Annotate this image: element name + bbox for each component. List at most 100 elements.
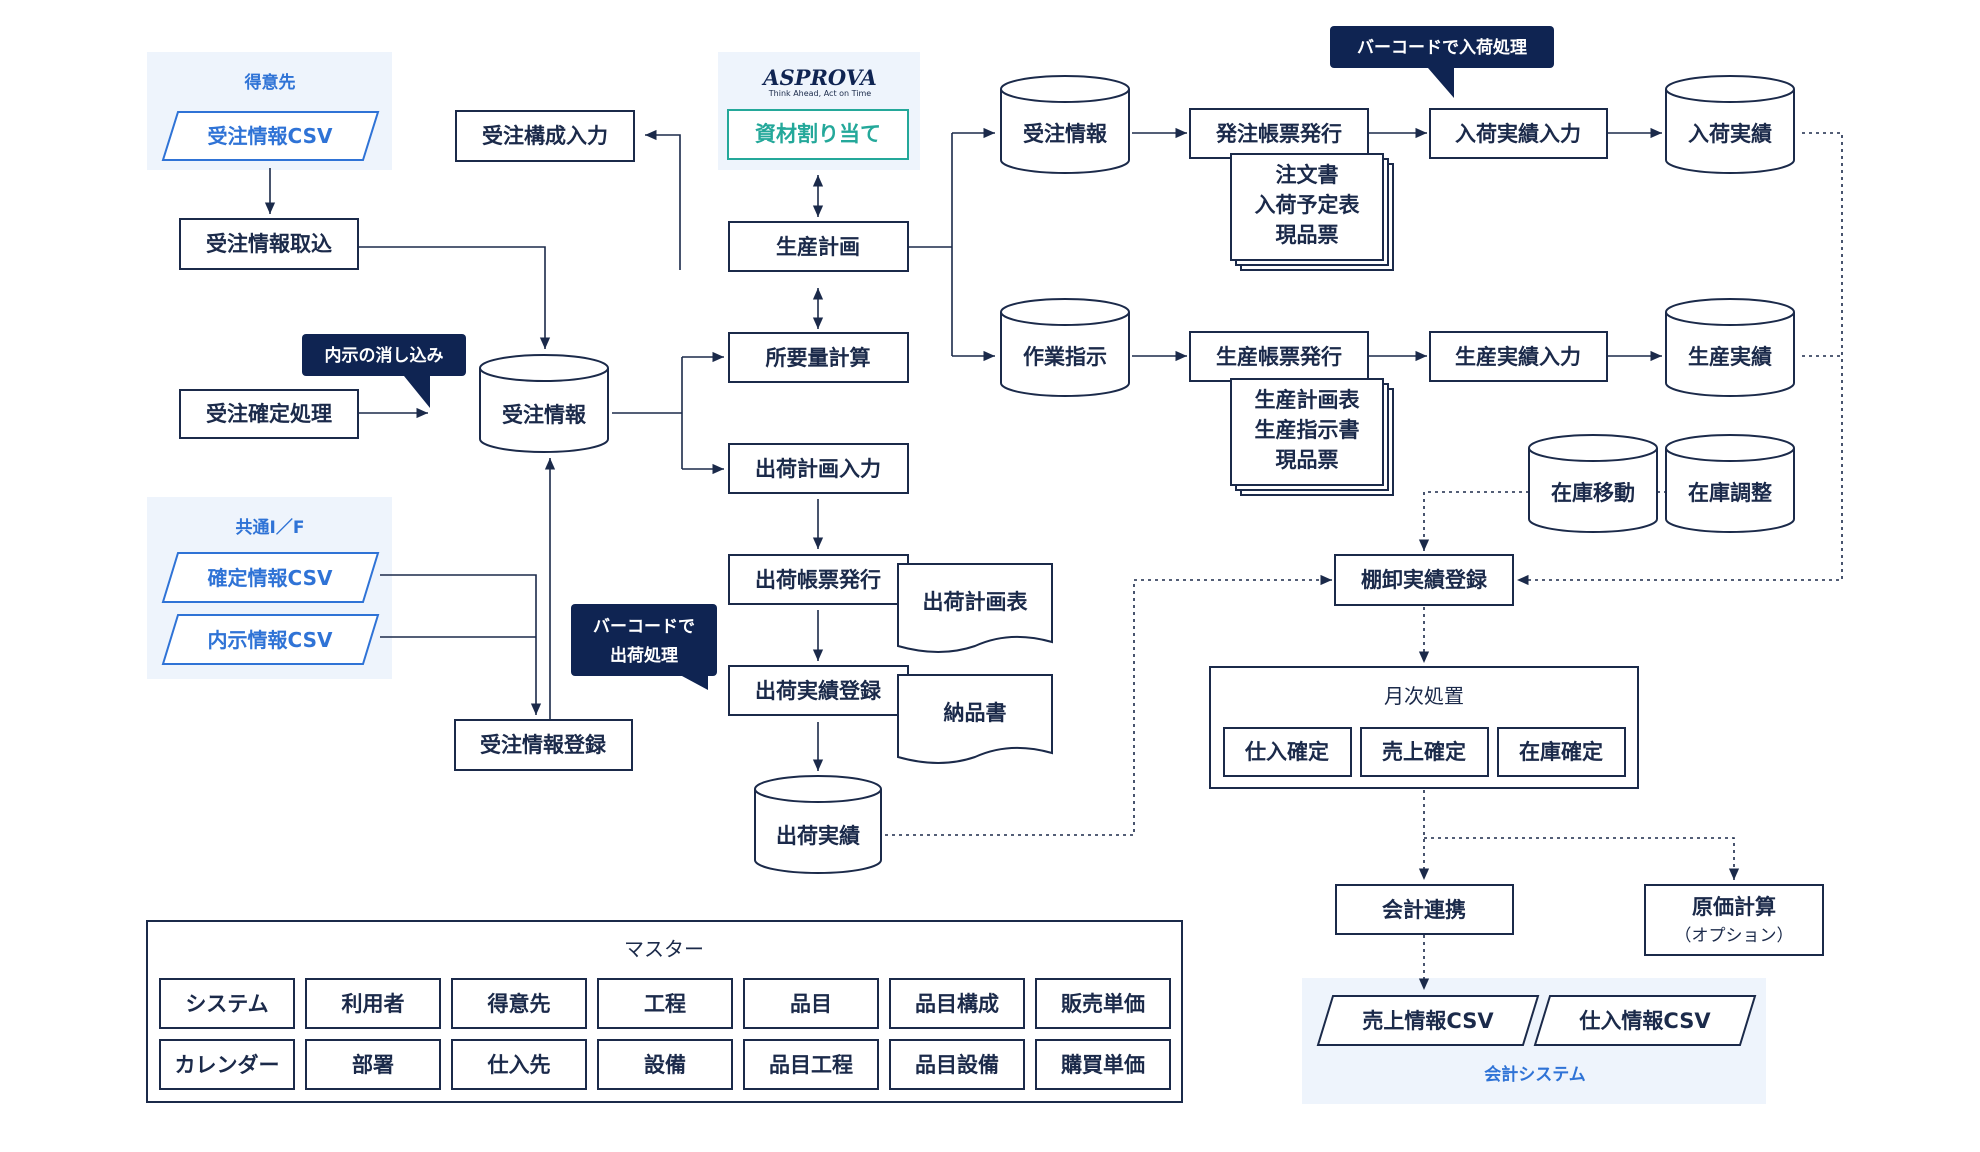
master-item-label: カレンダー: [175, 1053, 280, 1077]
order-info-db-label: 受注情報: [502, 403, 587, 427]
barcode-in-callout: [1330, 26, 1554, 98]
work-order-db[interactable]: [1000, 298, 1130, 397]
monthly-item-stock-label: 在庫確定: [1519, 740, 1603, 764]
doc1-receive-plan: 入荷予定表: [1255, 193, 1361, 217]
work-order-db-label: 作業指示: [1023, 345, 1107, 369]
sales-csv-shape: [1316, 995, 1540, 1046]
material-alloc-box[interactable]: [727, 109, 909, 160]
prod-plan-box[interactable]: [728, 221, 909, 272]
barcode-ship-callout: [571, 604, 717, 690]
asprova-tagline: Think Ahead, Act on Time: [768, 89, 872, 98]
acct-system-title: 会計システム: [1484, 1064, 1586, 1085]
master-item-box[interactable]: [597, 978, 733, 1029]
master-item-box[interactable]: [889, 1039, 1025, 1090]
ship-doc-issue-box[interactable]: [728, 554, 909, 605]
master-item-label: 購買単価: [1060, 1053, 1145, 1077]
order-register-box[interactable]: [454, 719, 633, 771]
stock-move-db[interactable]: [1528, 434, 1658, 533]
monthly-item-stock[interactable]: [1497, 727, 1626, 777]
master-item-box[interactable]: [597, 1039, 733, 1090]
order-struct-box[interactable]: [455, 110, 635, 162]
po-issue-label: 発注帳票発行: [1215, 122, 1342, 146]
naiji-csv-shape: [161, 614, 380, 665]
master-item-label: 品目: [790, 992, 832, 1016]
master-item-label: 品目構成: [915, 992, 999, 1016]
cost-calc-box[interactable]: [1644, 884, 1824, 956]
master-item-label: 販売単価: [1061, 992, 1145, 1016]
master-item-label: 品目設備: [915, 1053, 999, 1077]
connectors: [264, 127, 1843, 990]
master-item-box[interactable]: [305, 1039, 441, 1090]
stock-adjust-label: 在庫調整: [1688, 481, 1772, 505]
ship-record-db[interactable]: [754, 775, 882, 874]
master-item-box[interactable]: [159, 978, 295, 1029]
prod-record-db[interactable]: [1665, 298, 1795, 397]
barcode-in-callout-text: バーコードで入荷処理: [1357, 37, 1527, 58]
ship-plan-doc-label: 出荷計画表: [923, 590, 1029, 614]
monthly-item-purchase-label: 仕入確定: [1244, 740, 1329, 764]
docs1-stack: [1230, 153, 1394, 271]
stock-adjust-db[interactable]: [1665, 434, 1795, 533]
order-info-db[interactable]: [479, 354, 609, 453]
master-item-box[interactable]: [743, 1039, 879, 1090]
common-if-title: 共通I／F: [236, 517, 305, 538]
master-item-box[interactable]: [451, 1039, 587, 1090]
ship-record-reg-box[interactable]: [728, 665, 909, 716]
monthly-item-sales[interactable]: [1360, 727, 1489, 777]
order-struct-label: 受注構成入力: [482, 124, 608, 148]
docs2-stack: [1230, 378, 1394, 496]
master-item-label: システム: [185, 992, 268, 1016]
master-item-box[interactable]: [1035, 978, 1171, 1029]
master-item-label: 仕入先: [487, 1053, 551, 1077]
order-register-label: 受注情報登録: [480, 733, 607, 757]
receive-record-db[interactable]: [1665, 75, 1795, 174]
ship-record-reg-label: 出荷実績登録: [755, 679, 882, 703]
prod-record-db-label: 生産実績: [1688, 345, 1772, 369]
master-item-box[interactable]: [743, 978, 879, 1029]
master-item-box[interactable]: [451, 978, 587, 1029]
sales-csv-label: 売上情報CSV: [1362, 1009, 1494, 1033]
master-item-box[interactable]: [889, 978, 1025, 1029]
monthly-item-purchase[interactable]: [1223, 727, 1352, 777]
monthly-item-sales-label: 売上確定: [1382, 740, 1466, 764]
po-issue-box[interactable]: [1189, 108, 1369, 159]
doc1-tag: 現品票: [1276, 223, 1339, 247]
order-info-db-right[interactable]: [1000, 75, 1130, 174]
prod-doc-issue-box[interactable]: [1189, 331, 1369, 382]
confirm-csv-label: 確定情報CSV: [208, 566, 333, 590]
master-grid: システム利用者得意先工程品目品目構成販売単価カレンダー部署仕入先設備品目工程品目…: [159, 978, 1171, 1090]
confirm-csv-shape: [161, 552, 380, 603]
order-confirm-box[interactable]: [179, 389, 359, 439]
req-calc-box[interactable]: [728, 332, 909, 383]
master-title: マスター: [624, 937, 704, 961]
monthly-title: 月次処置: [1384, 684, 1464, 708]
doc2-tag: 現品票: [1276, 448, 1339, 472]
ship-plan-input-label: 出荷計画入力: [755, 457, 881, 481]
delivery-note-shape: [897, 674, 1053, 764]
receive-input-box[interactable]: [1429, 108, 1608, 159]
cost-calc-option: （オプション）: [1675, 926, 1794, 946]
prod-record-input-box[interactable]: [1429, 331, 1608, 382]
inventory-reg-box[interactable]: [1334, 554, 1514, 606]
prod-record-input-label: 生産実績入力: [1455, 345, 1581, 369]
acct-link-box[interactable]: [1335, 884, 1514, 935]
barcode-ship-line2: 出荷処理: [610, 645, 678, 666]
material-alloc-label: 資材割り当て: [755, 122, 881, 146]
order-import-box[interactable]: [179, 218, 359, 270]
doc1-order: 注文書: [1276, 163, 1339, 187]
receive-record-db-label: 入荷実績: [1688, 122, 1772, 146]
master-item-box[interactable]: [159, 1039, 295, 1090]
delivery-note-label: 納品書: [944, 701, 1007, 725]
cost-calc-label: 原価計算: [1692, 895, 1776, 919]
receive-input-label: 入荷実績入力: [1455, 122, 1581, 146]
master-item-label: 設備: [644, 1053, 686, 1077]
master-item-box[interactable]: [1035, 1039, 1171, 1090]
master-item-box[interactable]: [305, 978, 441, 1029]
ship-plan-doc-shape: [897, 563, 1053, 653]
stock-move-label: 在庫移動: [1551, 481, 1635, 505]
order-info-db-right-label: 受注情報: [1023, 122, 1108, 146]
customer-title: 得意先: [244, 72, 296, 93]
acct-link-label: 会計連携: [1382, 898, 1466, 922]
ship-plan-input-box[interactable]: [728, 443, 909, 494]
